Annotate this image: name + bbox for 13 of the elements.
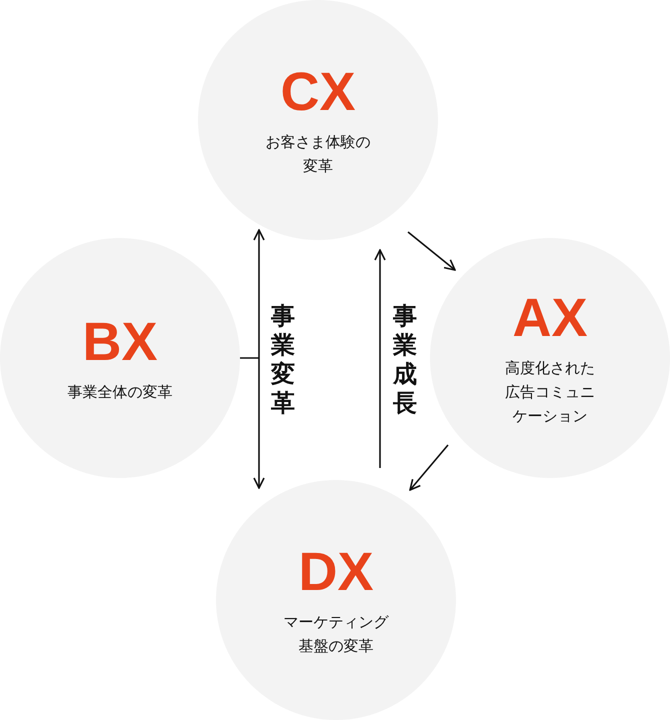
node-caption: お客さま体験の変革 bbox=[264, 132, 372, 177]
arrow bbox=[409, 444, 449, 491]
arrow bbox=[374, 249, 386, 468]
node-caption: 事業全体の変革 bbox=[66, 382, 174, 403]
arrow bbox=[408, 231, 456, 271]
node-caption: 高度化された広告コミュニケーション bbox=[504, 358, 596, 427]
node-title: CX bbox=[280, 62, 356, 122]
node-caption: マーケティング基盤の変革 bbox=[282, 612, 390, 657]
node-title: AX bbox=[512, 288, 588, 348]
arrow bbox=[239, 229, 265, 489]
edge-label: 事業成長 bbox=[392, 302, 418, 418]
node-title: BX bbox=[82, 312, 158, 372]
node-title: DX bbox=[298, 542, 374, 602]
